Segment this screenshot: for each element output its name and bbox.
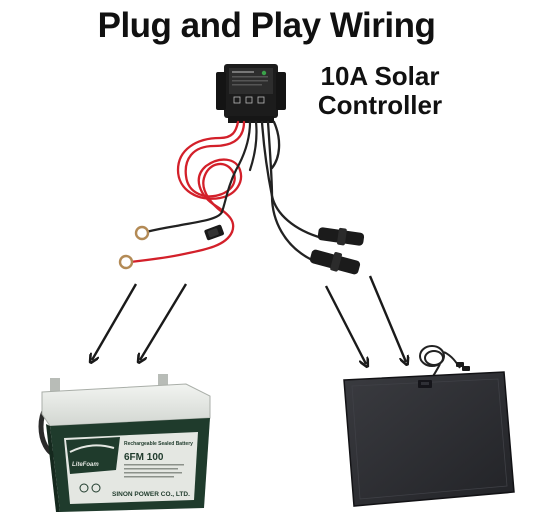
- battery-symbol-icon: [245, 96, 253, 104]
- status-led-icon: [261, 70, 267, 76]
- arrows: [92, 275, 406, 364]
- solar-cables: [260, 120, 324, 262]
- solar-panel-body: [343, 371, 515, 507]
- arrow-to-panel-right: [368, 275, 406, 362]
- warning-icon: [91, 483, 101, 493]
- mc4-connector-b: [309, 249, 361, 275]
- arrow-to-battery-right: [140, 283, 188, 360]
- battery-heading: Rechargeable Sealed Battery: [124, 441, 193, 447]
- ring-terminal-red-icon: [118, 254, 134, 270]
- battery: LiteFoam Rechargeable Sealed Battery 6FM…: [38, 374, 211, 512]
- battery-terminal-right-icon: [158, 374, 168, 388]
- inline-fuse: [204, 224, 224, 241]
- battery-terminal-left-icon: [50, 378, 60, 392]
- recycle-icon: [79, 483, 89, 493]
- battery-black-wires: [144, 120, 258, 234]
- mc4-connector-a: [317, 227, 365, 246]
- arrow-to-panel-left: [324, 285, 366, 364]
- battery-red-wires: [128, 120, 246, 264]
- diagram-title: Plug and Play Wiring: [97, 6, 436, 45]
- battery-swoosh-icon: [69, 444, 115, 453]
- solar-symbol-icon: [233, 96, 241, 104]
- battery-maker: SINON POWER CO., LTD.: [112, 491, 190, 498]
- ring-terminal-black-icon: [134, 225, 150, 241]
- controller-label-line2: Controller: [317, 90, 443, 120]
- battery-brand: LiteFoam: [72, 462, 99, 468]
- battery-model: 6FM 100: [124, 452, 164, 463]
- arrow-to-battery-left: [92, 283, 138, 360]
- solar-panel: [343, 345, 515, 507]
- controller-label: 10A Solar Controller: [300, 62, 460, 120]
- solar-controller: [216, 64, 286, 123]
- controller-label-line1: 10A Solar: [320, 61, 440, 91]
- load-symbol-icon: [257, 96, 265, 104]
- ring-terminals: [118, 225, 150, 270]
